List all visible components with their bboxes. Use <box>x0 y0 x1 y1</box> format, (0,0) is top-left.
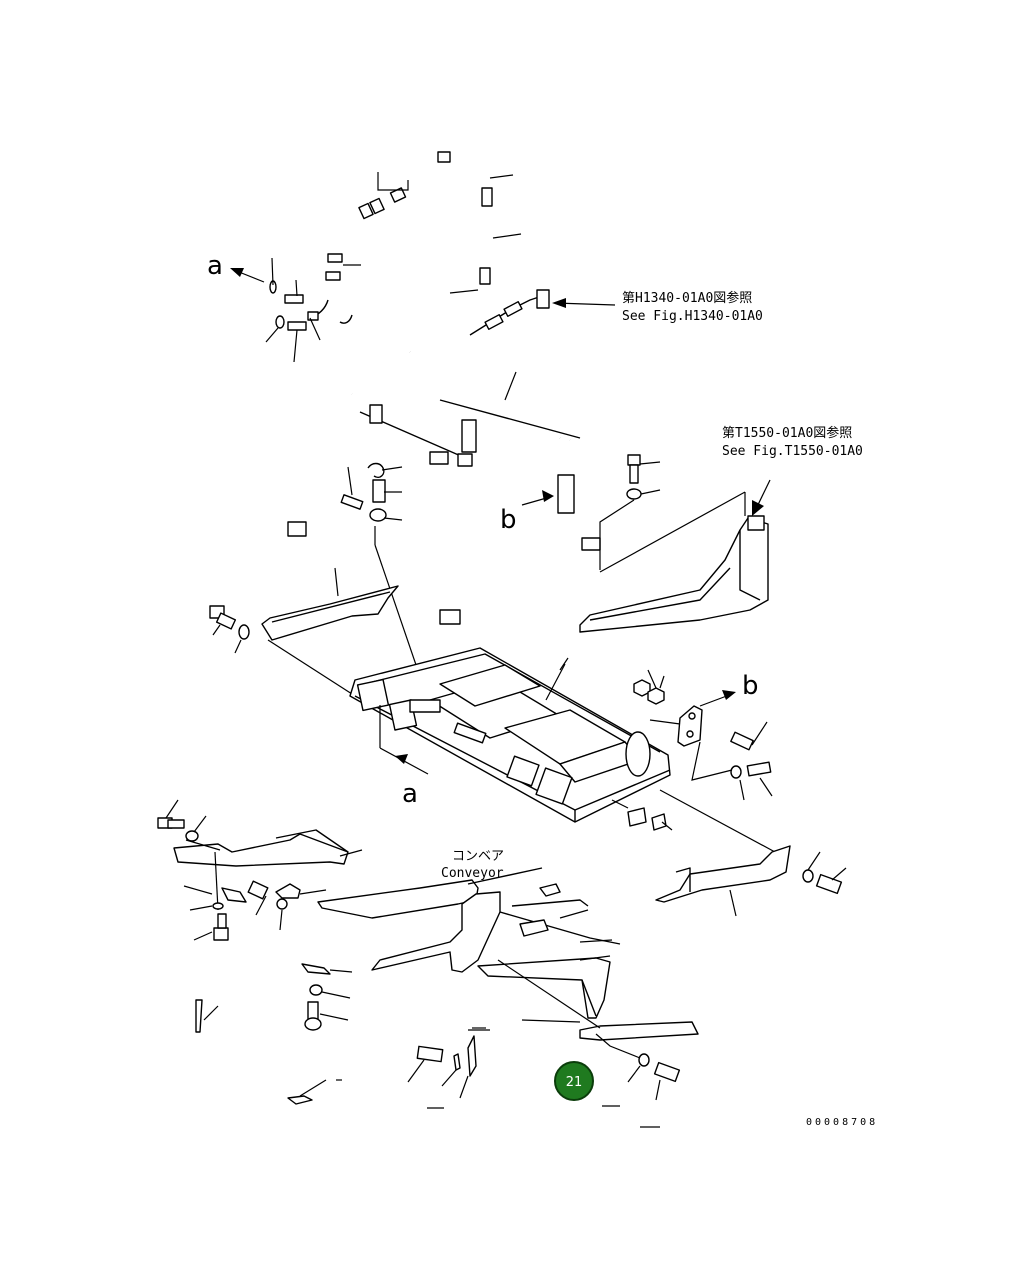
ref-t1550-en: See Fig.T1550-01A0 <box>722 444 863 459</box>
bottom-hardware <box>195 963 681 1128</box>
hose-assembly <box>230 147 616 363</box>
callout-circle <box>554 1061 594 1101</box>
part-callout-21[interactable]: 21 <box>554 1061 594 1101</box>
conveyor-frame <box>317 867 699 1041</box>
view-a-label-top: a <box>207 251 223 281</box>
right-side-cover <box>579 479 771 633</box>
drawing-number: 00008708 <box>806 1117 878 1128</box>
roll-frame <box>287 340 601 625</box>
view-b-label-right: b <box>742 671 759 701</box>
ref-t1550-jp: 第T1550-01A0図参照 <box>722 425 852 441</box>
lower-left-cover <box>157 799 363 941</box>
view-b-label-left: b <box>500 505 517 535</box>
ref-h1340-jp: 第H1340-01A0図参照 <box>622 290 752 306</box>
upper-left-cover <box>209 567 399 713</box>
conveyor-label-en: Conveyor <box>441 866 504 881</box>
view-a-label-bottom: a <box>402 779 418 809</box>
conveyor-label-jp: コンベア <box>452 849 504 864</box>
mount-bracket <box>633 669 773 801</box>
frame-hardware <box>340 454 661 701</box>
main-tray <box>349 647 776 853</box>
callout-number: 21 <box>566 1075 583 1090</box>
lower-right-cover <box>655 845 847 917</box>
ref-h1340-en: See Fig.H1340-01A0 <box>622 309 763 324</box>
